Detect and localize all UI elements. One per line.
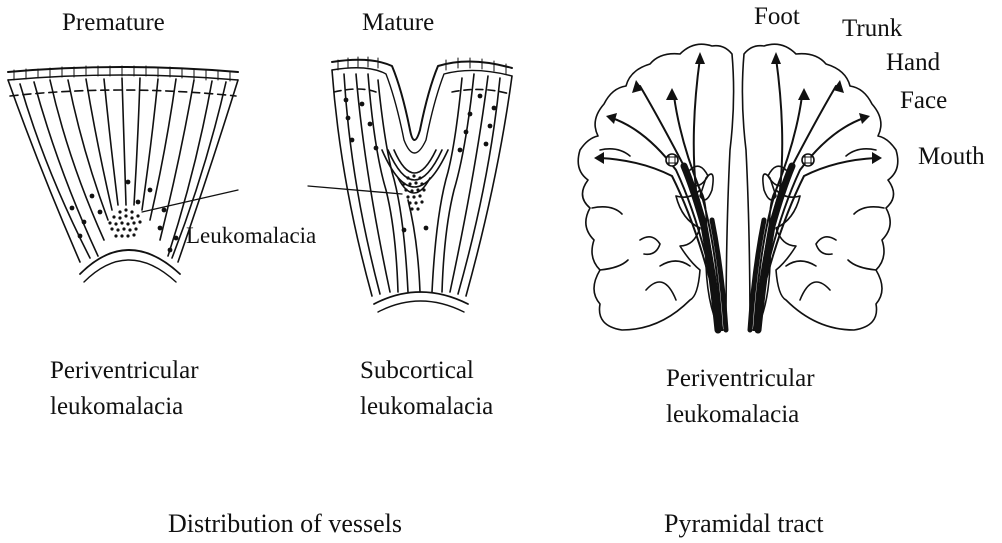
premature-title: Premature (62, 8, 165, 38)
distribution-of-vessels-caption: Distribution of vessels (168, 508, 402, 539)
leukomalacia-label: Leukomalacia (186, 222, 316, 250)
mature-cortex-diagram (308, 57, 512, 312)
region-foot-label: Foot (754, 2, 800, 32)
mature-title: Mature (362, 8, 434, 38)
periventricular-label-line1: Periventricular (50, 356, 199, 386)
subcortical-label-line2: leukomalacia (360, 392, 493, 422)
region-hand-label: Hand (886, 48, 940, 78)
subcortical-label-line1: Subcortical (360, 356, 474, 386)
lesion-marker-left (666, 154, 678, 166)
periventricular-label-line2: leukomalacia (50, 392, 183, 422)
right-periventricular-label-line1: Periventricular (666, 364, 815, 394)
region-mouth-label: Mouth (918, 142, 985, 172)
pyramidal-tract-caption: Pyramidal tract (664, 508, 824, 539)
right-periventricular-label-line2: leukomalacia (666, 400, 799, 430)
premature-cortex-diagram (8, 66, 238, 282)
brain-coronal-diagram (578, 44, 898, 330)
lesion-marker-right (802, 154, 814, 166)
region-face-label: Face (900, 86, 947, 116)
region-trunk-label: Trunk (842, 14, 902, 44)
